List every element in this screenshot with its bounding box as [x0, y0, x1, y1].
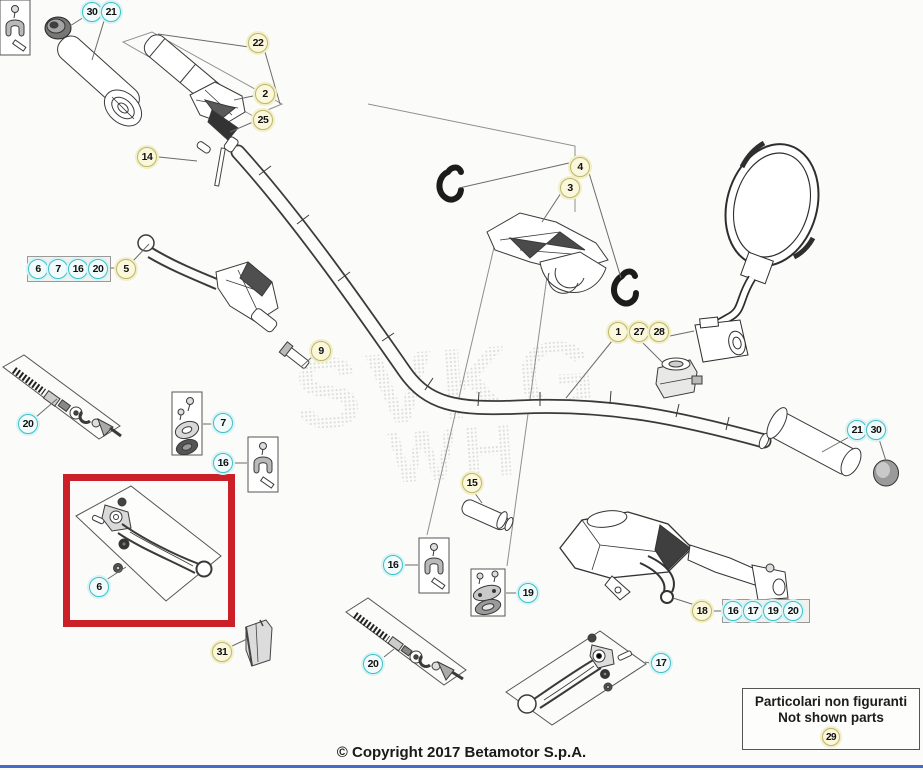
handlebar [230, 144, 772, 450]
rebuild-kit-left [2, 354, 122, 440]
callout-22[interactable]: 22 [248, 33, 268, 53]
hook-clip-left [436, 164, 464, 203]
callout-6[interactable]: 6 [89, 577, 109, 597]
callout-2[interactable]: 2 [255, 84, 275, 104]
callout-20[interactable]: 20 [783, 601, 803, 621]
callout-30[interactable]: 30 [866, 420, 886, 440]
not-shown-line-en: Not shown parts [778, 710, 884, 725]
clamp-box-16 [0, 0, 31, 56]
callout-5[interactable]: 5 [116, 259, 136, 279]
callout-17[interactable]: 17 [743, 601, 763, 621]
callout-20[interactable]: 20 [18, 414, 38, 434]
left-grip [44, 16, 143, 127]
watermark: SVKG WH [290, 318, 604, 499]
callout-20[interactable]: 20 [88, 259, 108, 279]
callout-27[interactable]: 27 [629, 322, 649, 342]
right-grip [766, 407, 899, 487]
highlight-box-part-6 [63, 474, 235, 627]
callout-18[interactable]: 18 [692, 601, 712, 621]
svg-text:WH: WH [386, 410, 523, 499]
callout-4[interactable]: 4 [570, 157, 590, 177]
grip-end-cap-30 [44, 16, 72, 40]
clamp-box-7 [171, 391, 203, 456]
sleeve-15 [461, 499, 514, 532]
callout-30[interactable]: 30 [82, 2, 102, 22]
callout-20[interactable]: 20 [363, 654, 383, 674]
callout-28[interactable]: 28 [649, 322, 669, 342]
callout-7[interactable]: 7 [213, 413, 233, 433]
callout-14[interactable]: 14 [137, 147, 157, 167]
bottom-divider-line [0, 765, 923, 768]
callout-17[interactable]: 17 [651, 653, 671, 673]
callout-31[interactable]: 31 [212, 642, 232, 662]
callout-19[interactable]: 19 [763, 601, 783, 621]
callout-21[interactable]: 21 [101, 2, 121, 22]
callout-29[interactable]: 29 [822, 728, 840, 746]
clutch-perch-5 [137, 234, 310, 369]
mirror-adapter [655, 357, 703, 399]
svg-text:SVKG: SVKG [290, 318, 604, 451]
callout-25[interactable]: 25 [253, 110, 273, 130]
callout-16[interactable]: 16 [213, 453, 233, 473]
hook-clip-right [611, 268, 639, 307]
mirror [694, 140, 820, 363]
cover-box-19 [470, 568, 506, 617]
lever-17 [505, 630, 647, 726]
bar-clamp [436, 164, 639, 307]
callout-16[interactable]: 16 [723, 601, 743, 621]
bolt-9 [278, 341, 310, 369]
callout-19[interactable]: 19 [518, 583, 538, 603]
callout-7[interactable]: 7 [48, 259, 68, 279]
guard-part-31 [245, 619, 273, 667]
grip-end-cap-30-right [873, 459, 899, 487]
callout-21[interactable]: 21 [847, 420, 867, 440]
leader-lines [35, 16, 887, 664]
copyright-text: © Copyright 2017 Betamotor S.p.A. [336, 744, 587, 761]
lever-6 [75, 485, 222, 602]
callout-16[interactable]: 16 [68, 259, 88, 279]
callout-1[interactable]: 1 [608, 322, 628, 342]
callout-3[interactable]: 3 [560, 178, 580, 198]
callout-9[interactable]: 9 [311, 341, 331, 361]
throttle-assembly [143, 34, 246, 187]
rebuild-kit-bottom [345, 597, 467, 686]
master-cylinder-18 [559, 510, 789, 604]
not-shown-parts-box: Particolari non figuranti Not shown part… [742, 688, 920, 750]
callout-15[interactable]: 15 [462, 473, 482, 493]
pin-14 [196, 141, 226, 187]
callout-16[interactable]: 16 [383, 555, 403, 575]
callout-6[interactable]: 6 [28, 259, 48, 279]
not-shown-line-it: Particolari non figuranti [754, 694, 908, 709]
